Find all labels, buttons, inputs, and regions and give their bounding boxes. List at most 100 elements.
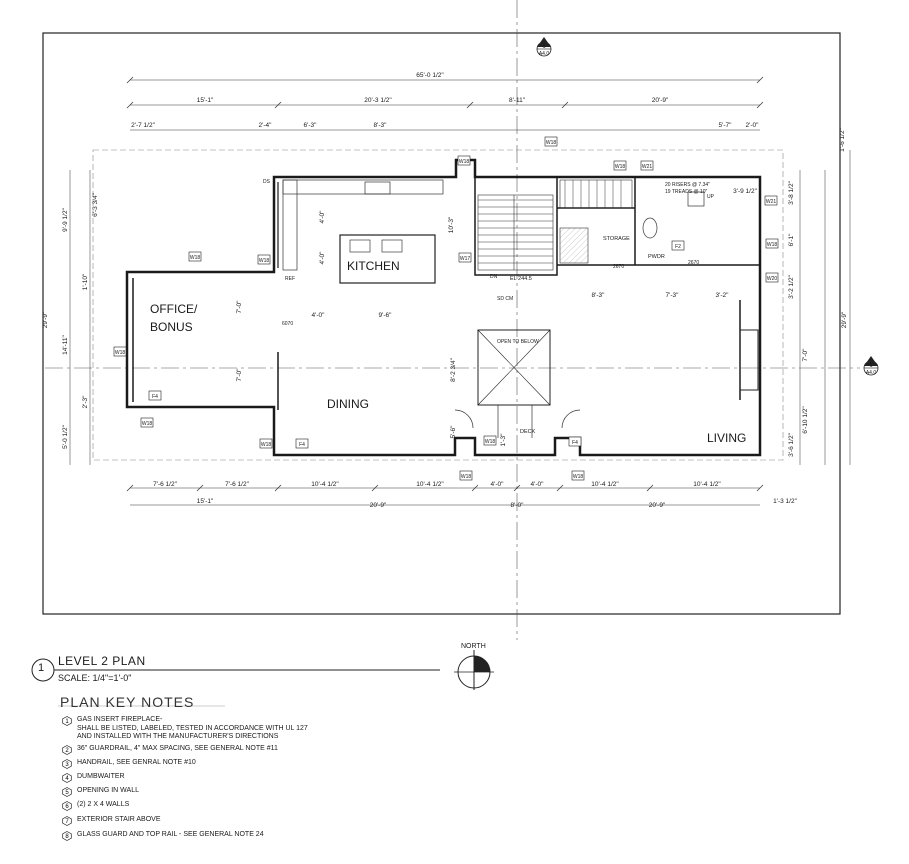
dim-bot2-d: 20'-9"	[649, 502, 666, 509]
window-tag-box	[259, 438, 273, 449]
interior-stair	[477, 194, 554, 271]
dimension-tick	[274, 101, 282, 109]
dim-mid-a: 8'-2 3/4"	[450, 357, 457, 381]
window-tag: W18	[259, 258, 270, 264]
keynote-hexagon-icon: 1	[62, 716, 72, 726]
room-label-bonus: BONUS	[150, 320, 193, 334]
window-tag: W18	[142, 421, 153, 427]
window-tag-box	[458, 252, 472, 263]
dimension-tick	[756, 76, 764, 84]
dim-bot-e: 4'-0"	[491, 481, 505, 488]
dimension-tick	[466, 101, 474, 109]
plan-scale: SCALE: 1/4"=1'-0"	[58, 673, 132, 683]
dim-top-seg3: 8'-11"	[509, 97, 526, 104]
window-tag-box	[459, 470, 473, 481]
dimension-tick	[556, 484, 564, 492]
dim-top-seg1: 15'-1"	[197, 97, 214, 104]
window-tag: F2	[675, 244, 681, 250]
downspout-note: DS	[263, 179, 271, 185]
window-tag: W21	[642, 164, 653, 170]
window-tag-box	[295, 438, 309, 449]
door-2670-b: 2670	[688, 260, 699, 266]
keynote-text: 36" GUARDRAIL, 4" MAX SPACING, SEE GENER…	[77, 745, 278, 752]
kitchen-counters	[282, 179, 444, 271]
dim-left-c: 5'-0 1/2"	[62, 424, 69, 448]
window-tag: W20	[767, 276, 778, 282]
window-tag: W18	[767, 242, 778, 248]
window-tag: W18	[115, 350, 126, 356]
window-tag-box	[113, 346, 127, 357]
title-block-graphics	[31, 650, 494, 707]
dim-kitchen-e: 4'-0"	[319, 251, 326, 265]
window-tag: W21	[766, 199, 777, 205]
room-label-open-to-below: OPEN TO BELOW	[497, 339, 539, 345]
dimension-tick	[274, 484, 282, 492]
dim-mid-b: 5'-6"	[450, 425, 457, 439]
floor-plan-drawing: 1 A4.0 1 A4.0 OFFICE/ BONUS KITCHEN DINI…	[42, 0, 879, 640]
dim-right-f: 6'-10 1/2"	[802, 406, 809, 434]
dim-kitchen-d: 10'-3"	[448, 216, 455, 233]
keynotes-heading: PLAN KEY NOTES	[60, 694, 195, 710]
door-2670-a: 2670	[613, 264, 624, 270]
keynote-text: DUMBWAITER	[77, 773, 125, 780]
dim-sub-c: 6'-3"	[304, 122, 318, 129]
dim-sub-f: 2'-0"	[746, 122, 760, 129]
svg-text:7: 7	[65, 819, 69, 825]
window-tag-box	[483, 435, 497, 446]
keynote-text: HANDRAIL, SEE GENRAL NOTE #10	[77, 759, 196, 766]
dim-left-overall: 29'-9"	[42, 311, 49, 328]
svg-text:4: 4	[65, 776, 69, 782]
room-label-deck: DECK	[520, 429, 536, 435]
dim-bot-f: 4'-0"	[531, 481, 545, 488]
keynote-item: 6(2) 2 X 4 WALLS	[62, 801, 129, 811]
dim-right-c: 6'-1"	[788, 233, 795, 247]
dim-bot-a: 7'-6 1/2"	[153, 481, 177, 488]
svg-text:5: 5	[65, 790, 69, 796]
deck-doors	[454, 405, 581, 438]
dim-office-h: 7'-0"	[236, 300, 243, 314]
dim-bot-b: 7'-6 1/2"	[225, 481, 249, 488]
stair-up: UP	[707, 194, 715, 200]
title-number: 1	[38, 662, 45, 674]
room-label-dining: DINING	[327, 397, 369, 411]
keynote-text: OPENING IN WALL	[77, 787, 139, 794]
keynote-hexagon-icon: 2	[62, 745, 72, 755]
window-tag-box	[457, 155, 471, 166]
dimension-tick	[756, 101, 764, 109]
window-tag-box	[640, 160, 654, 171]
dim-kitchen-b: 9'-6"	[379, 312, 393, 319]
dim-office-h2: 7'-0"	[236, 368, 243, 382]
open-to-below	[477, 329, 551, 406]
dimension-tick	[756, 484, 764, 492]
window-tag: W18	[573, 474, 584, 480]
dim-bot-c: 10'-4 1/2"	[311, 481, 339, 488]
dimension-tick	[371, 484, 379, 492]
keynote-hexagon-icon: 5	[62, 787, 72, 797]
svg-text:2: 2	[65, 748, 69, 754]
dim-left-d: 2'-3"	[82, 395, 89, 409]
window-tag: W18	[461, 474, 472, 480]
window-tag-box	[188, 251, 202, 262]
svg-text:8: 8	[65, 834, 69, 840]
dimension-tick	[513, 484, 521, 492]
window-tag-box	[765, 238, 779, 249]
dim-right-b: 3'-8 1/2"	[788, 180, 795, 204]
dimension-tick	[126, 101, 134, 109]
property-outline	[92, 149, 784, 461]
keynote-item: 3 HANDRAIL, SEE GENRAL NOTE #10	[62, 759, 196, 769]
room-label-storage: STORAGE	[603, 236, 630, 242]
powder-room	[642, 191, 705, 239]
keynote-hexagon-icon: 3	[62, 759, 72, 769]
keynote-item: 2 36" GUARDRAIL, 4" MAX SPACING, SEE GENE…	[62, 745, 278, 755]
window-tag: W18	[261, 442, 272, 448]
window-tag: F4	[299, 442, 305, 448]
window-tag: W18	[546, 140, 557, 146]
dim-left-a: 9'-9 1/2"	[62, 207, 69, 231]
plan-title: LEVEL 2 PLAN	[58, 654, 146, 668]
stair-dn: DN	[490, 274, 498, 280]
storage-stair	[559, 179, 633, 264]
section-marker-num: 1	[542, 44, 545, 50]
svg-text:1: 1	[65, 719, 69, 725]
